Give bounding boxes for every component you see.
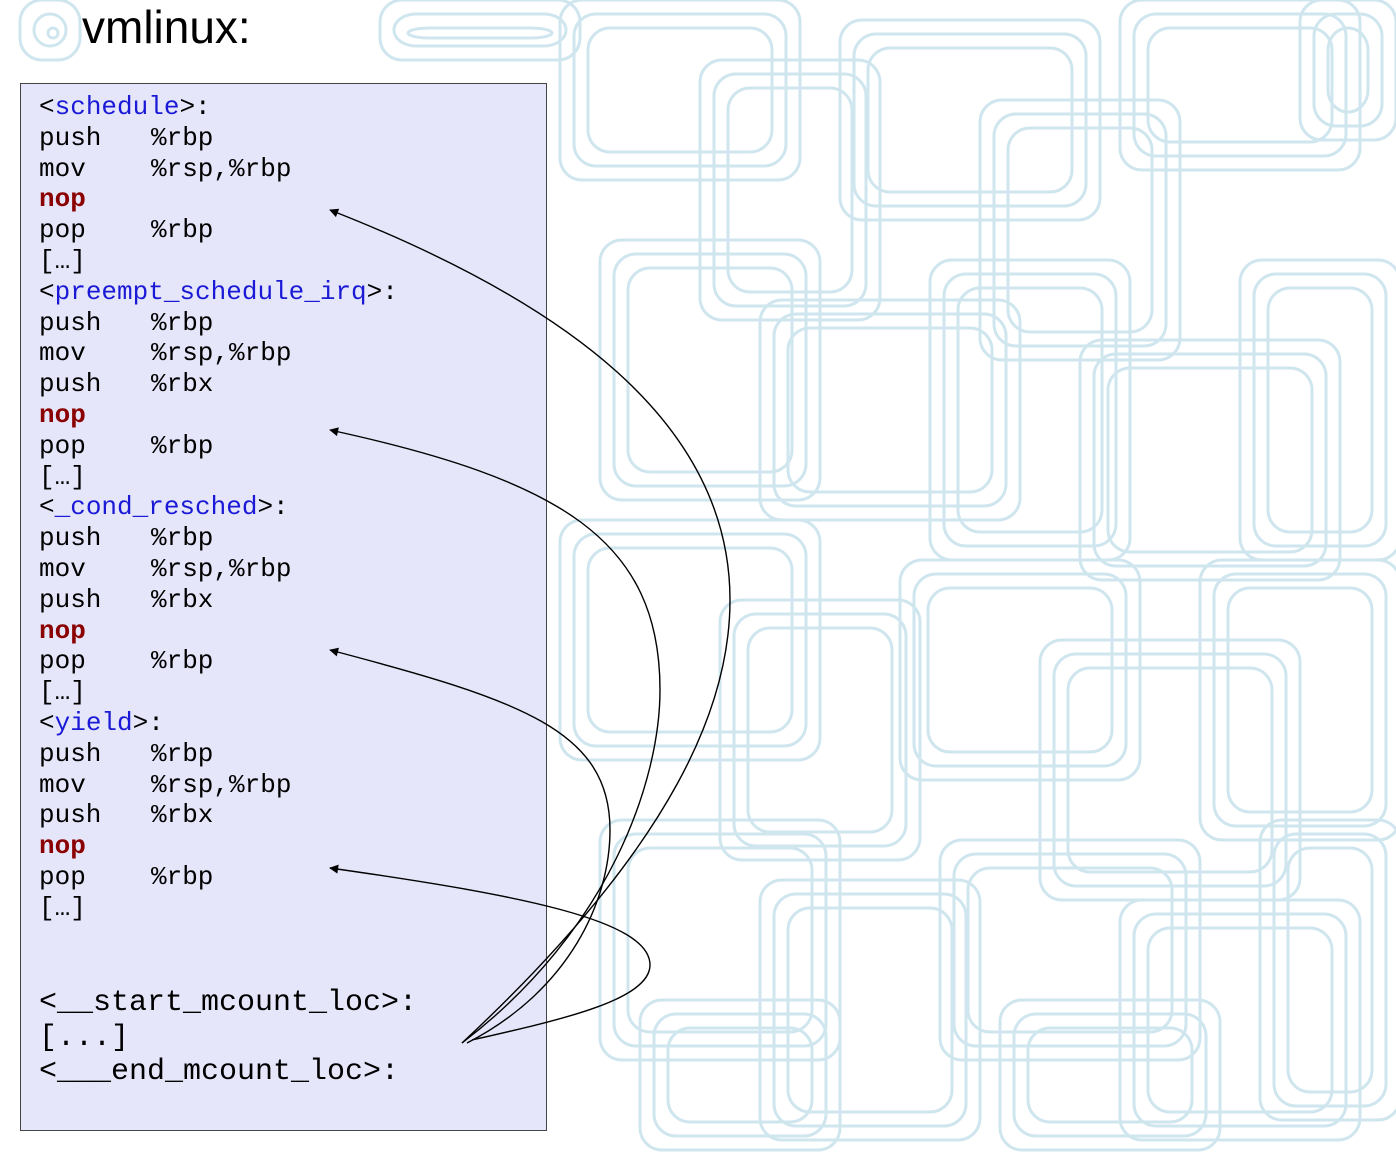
instruction-line: pop %rbp <box>39 646 213 677</box>
instruction-line: mov %rsp,%rbp <box>39 154 291 185</box>
instruction-line: […] <box>39 893 86 924</box>
instruction-line: push %rbx <box>39 800 213 831</box>
instruction-opcode: push <box>39 307 102 338</box>
instruction-opcode: pop <box>39 646 86 677</box>
instruction-operand: %rsp,%rbp <box>151 769 292 800</box>
instruction-line: push %rbp <box>39 739 213 770</box>
instruction-line: […] <box>39 677 86 708</box>
instruction-operand: %rsp,%rbp <box>151 153 292 184</box>
instruction-operand: %rbx <box>151 584 214 615</box>
instruction-line: nop <box>39 831 86 862</box>
nop-instruction: nop <box>39 400 86 430</box>
instruction-operand: %rbp <box>151 122 214 153</box>
instruction-operand: %rbp <box>151 523 214 554</box>
instruction-line: nop <box>39 400 86 431</box>
page-title: vmlinux: <box>82 1 251 53</box>
nop-instruction: nop <box>39 615 86 646</box>
instruction-operand: %rbp <box>151 862 214 892</box>
instruction-opcode: pop <box>39 862 86 892</box>
instruction-line: mov %rsp,%rbp <box>39 338 291 369</box>
instruction-line: pop %rbp <box>39 215 213 246</box>
function-label: _cond_resched <box>54 492 258 523</box>
instruction-operand: %rbx <box>151 800 214 831</box>
instruction-line: nop <box>39 616 86 647</box>
function-label: schedule <box>54 92 180 122</box>
instruction-operand: %rbp <box>151 307 214 338</box>
instruction-line: pop %rbp <box>39 431 213 462</box>
instruction-line: […] <box>39 462 86 493</box>
instruction-operand: %rsp,%rbp <box>151 554 292 584</box>
instruction-operand: %rbx <box>151 369 214 400</box>
instruction-opcode: push <box>39 369 102 400</box>
instruction-operand: %rbp <box>151 215 214 246</box>
start-mcount-loc: <__start_mcount_loc>: <box>39 986 418 1020</box>
instruction-line: push %rbp <box>39 123 213 154</box>
instruction-line: mov %rsp,%rbp <box>39 770 291 801</box>
nop-instruction: nop <box>39 184 86 215</box>
instruction-opcode: mov <box>39 769 86 800</box>
instruction-operand: %rbp <box>151 738 214 769</box>
mcount-loc-ellipsis: [...] <box>39 1021 130 1055</box>
instruction-line: […] <box>39 246 86 277</box>
end-mcount-loc: <___end_mcount_loc>: <box>39 1055 400 1089</box>
instruction-line: pop %rbp <box>39 862 213 893</box>
instruction-opcode: push <box>39 800 102 831</box>
instruction-opcode: […] <box>39 677 86 708</box>
function-label-line: <schedule>: <box>39 92 211 122</box>
function-label: preempt_schedule_irq <box>54 276 367 307</box>
function-label: yield <box>54 708 133 738</box>
instruction-opcode: push <box>39 122 102 153</box>
instruction-line: push %rbp <box>39 523 213 554</box>
instruction-line: push %rbx <box>39 369 213 400</box>
instruction-opcode: push <box>39 523 102 554</box>
instruction-opcode: pop <box>39 215 86 246</box>
instruction-operand: %rbp <box>151 430 214 461</box>
instruction-operand: %rsp,%rbp <box>151 338 292 369</box>
instruction-operand: %rbp <box>151 646 214 677</box>
function-label-line: <preempt_schedule_irq>: <box>39 276 398 307</box>
instruction-opcode: push <box>39 584 102 615</box>
instruction-opcode: […] <box>39 892 86 923</box>
instruction-opcode: push <box>39 738 102 769</box>
nop-instruction: nop <box>39 831 86 862</box>
instruction-opcode: […] <box>39 461 86 492</box>
instruction-opcode: mov <box>39 153 86 184</box>
instruction-line: push %rbx <box>39 585 213 616</box>
instruction-opcode: mov <box>39 338 86 369</box>
instruction-opcode: pop <box>39 430 86 461</box>
instruction-line: push %rbp <box>39 308 213 339</box>
instruction-opcode: […] <box>39 246 86 276</box>
function-label-line: <_cond_resched>: <box>39 492 289 523</box>
instruction-line: mov %rsp,%rbp <box>39 554 291 585</box>
instruction-opcode: mov <box>39 554 86 584</box>
instruction-line: nop <box>39 184 86 215</box>
function-label-line: <yield>: <box>39 708 164 738</box>
